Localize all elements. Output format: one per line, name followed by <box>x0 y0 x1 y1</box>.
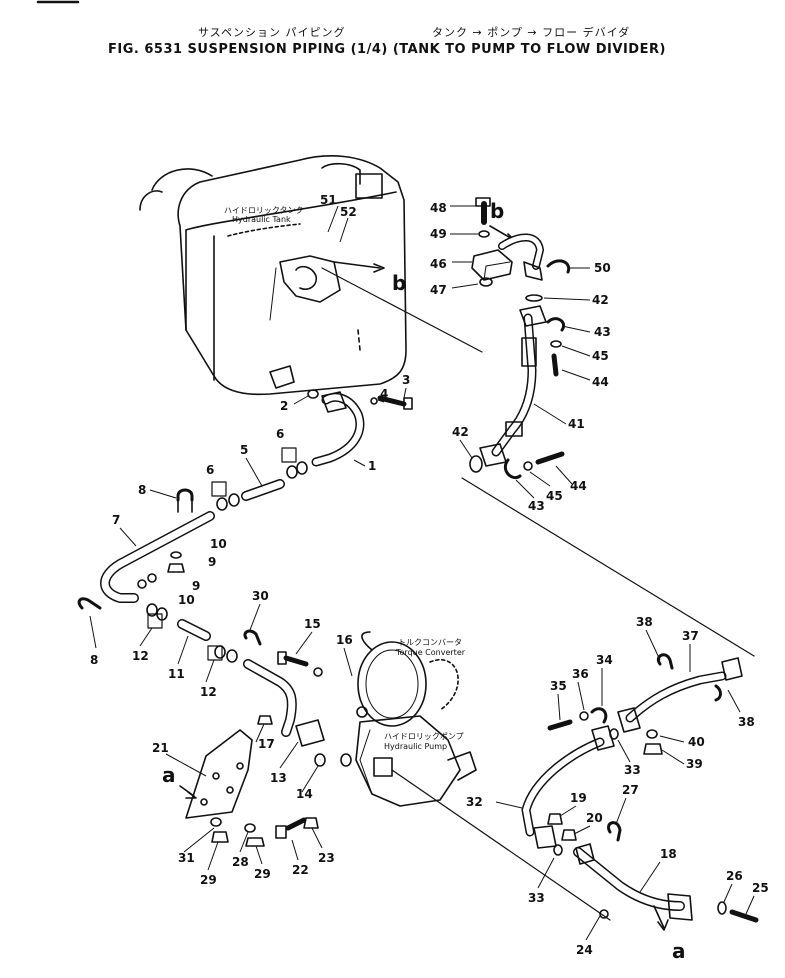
part-29a: 29 <box>200 873 217 887</box>
part-28: 28 <box>232 855 249 869</box>
title-japanese-1: サスペンション パイピング <box>198 26 346 39</box>
part-37: 37 <box>682 629 699 643</box>
ref-letter-b-top: b <box>490 199 504 223</box>
part-21: 21 <box>152 741 169 755</box>
part-12b: 12 <box>200 685 217 699</box>
part-15: 15 <box>304 617 321 631</box>
ref-letter-a-bottom: a <box>672 939 686 963</box>
pipe-41 <box>491 233 544 457</box>
ref-letter-a-left: a <box>162 763 176 787</box>
part-10b: 10 <box>178 593 195 607</box>
hydraulic-tank <box>139 155 407 396</box>
part-38a: 38 <box>636 615 653 629</box>
part-40: 40 <box>688 735 705 749</box>
torque-converter-jp-label: トルクコンバータ <box>398 638 462 647</box>
part-45b: 45 <box>546 489 563 503</box>
part-34: 34 <box>596 653 613 667</box>
bracket-21 <box>185 729 253 819</box>
part-4: 4 <box>380 387 388 401</box>
part-33a: 33 <box>624 763 641 777</box>
pipe-5 <box>216 461 308 511</box>
part-19: 19 <box>570 791 587 805</box>
part-27: 27 <box>622 783 639 797</box>
part-48: 48 <box>430 201 447 215</box>
part-39: 39 <box>686 757 703 771</box>
part-3: 3 <box>402 373 410 387</box>
part-8b: 8 <box>90 653 98 667</box>
part-23: 23 <box>318 851 335 865</box>
part-5: 5 <box>240 443 248 457</box>
part-22: 22 <box>292 863 309 877</box>
part-6b: 6 <box>206 463 214 477</box>
part-50: 50 <box>594 261 611 275</box>
part-14: 14 <box>296 787 313 801</box>
part-43a: 43 <box>594 325 611 339</box>
part-44a: 44 <box>592 375 609 389</box>
u-bolt-8a <box>176 488 194 502</box>
arrow-b-tank <box>333 261 381 269</box>
pipe-37 <box>617 657 743 733</box>
part-2: 2 <box>280 399 288 413</box>
title-japanese-2: タンク → ポンプ → フロー デバイダ <box>432 26 631 39</box>
part-20: 20 <box>586 811 603 825</box>
pipe-7 <box>100 511 215 603</box>
hydraulic-pump-label: Hydraulic Pump <box>384 742 448 751</box>
part-26: 26 <box>726 869 743 883</box>
part-42a: 42 <box>592 293 609 307</box>
u-bolt-8b <box>77 597 102 610</box>
part-35: 35 <box>550 679 567 693</box>
part-16: 16 <box>336 633 353 647</box>
part-7: 7 <box>112 513 120 527</box>
part-1: 1 <box>368 459 376 473</box>
part-41: 41 <box>568 417 585 431</box>
part-30: 30 <box>252 589 269 603</box>
hydraulic-pump <box>355 706 477 807</box>
torque-converter <box>357 631 459 727</box>
part-47: 47 <box>430 283 447 297</box>
part-44b: 44 <box>570 479 587 493</box>
part-9a: 9 <box>208 555 216 569</box>
part-43b: 43 <box>528 499 545 513</box>
part-25: 25 <box>752 881 769 895</box>
part-52: 52 <box>340 205 357 219</box>
part-6a: 6 <box>276 427 284 441</box>
part-number-callouts: 1 2 3 4 5 6 6 7 8 8 9 9 10 10 11 12 12 1… <box>90 193 769 957</box>
part-9b: 9 <box>192 579 200 593</box>
part-49: 49 <box>430 227 447 241</box>
part-51: 51 <box>320 193 337 207</box>
part-10a: 10 <box>210 537 227 551</box>
part-24: 24 <box>576 943 593 957</box>
hydraulic-tank-label: Hydraulic Tank <box>232 215 291 224</box>
part-45a: 45 <box>592 349 609 363</box>
part-32: 32 <box>466 795 483 809</box>
part-46: 46 <box>430 257 447 271</box>
part-8a: 8 <box>138 483 146 497</box>
part-13: 13 <box>270 771 287 785</box>
part-38b: 38 <box>738 715 755 729</box>
pipe-13 <box>243 659 325 747</box>
hydraulic-tank-jp-label: ハイドロリックタンク <box>224 206 304 215</box>
hydraulic-pump-jp-label: ハイドロリックポンプ <box>384 732 464 741</box>
part-31: 31 <box>178 851 195 865</box>
part-17: 17 <box>258 737 275 751</box>
torque-converter-label: Torque Converter <box>396 648 466 657</box>
pipe-18 <box>573 843 693 921</box>
part-29b: 29 <box>254 867 271 881</box>
flange-block-46 <box>471 249 513 281</box>
figure-title: FIG. 6531 SUSPENSION PIPING (1/4) (TANK … <box>108 42 666 57</box>
ref-letter-b-tank: b <box>392 271 406 295</box>
part-18: 18 <box>660 847 677 861</box>
part-33b: 33 <box>528 891 545 905</box>
part-11: 11 <box>168 667 185 681</box>
suction-hose-1 <box>311 391 365 467</box>
part-36: 36 <box>572 667 589 681</box>
part-42b: 42 <box>452 425 469 439</box>
part-12a: 12 <box>132 649 149 663</box>
